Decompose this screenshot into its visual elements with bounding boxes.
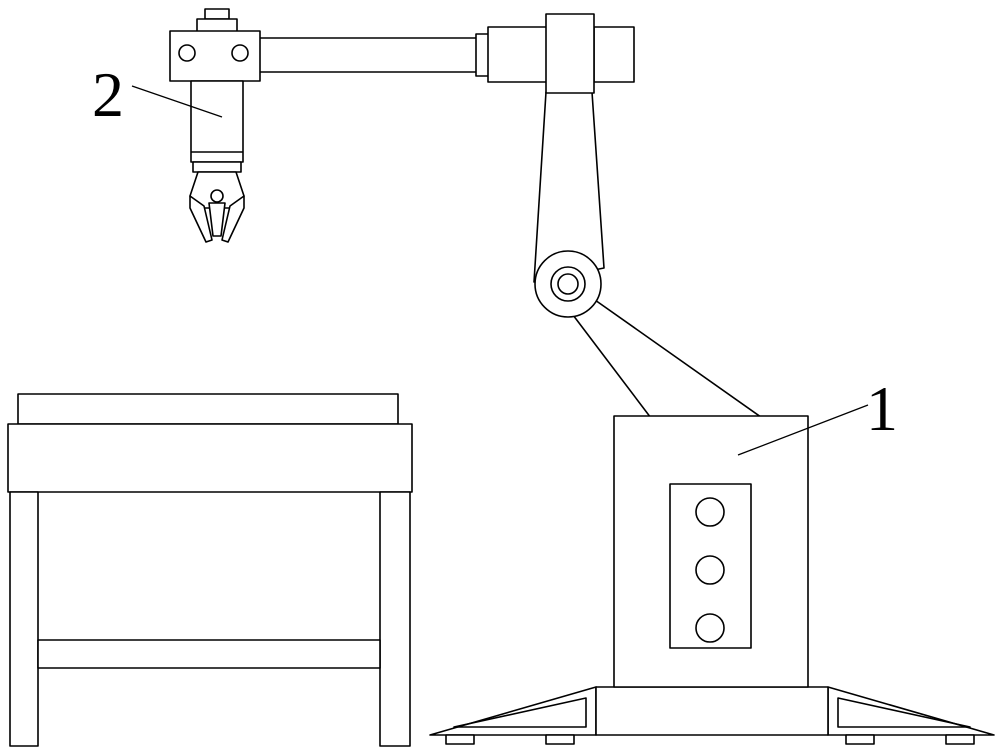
leader-line-1 [737,404,869,456]
work-table [7,393,413,747]
elbow-joint-pin [557,273,579,295]
shoulder-sleeve-right [593,26,635,83]
control-button-1-icon [695,497,725,527]
callout-label-1: 1 [866,373,898,444]
table-right-leg [379,491,411,747]
foot-right-wing-slot [837,697,971,728]
control-button-3-icon [695,613,725,643]
foot-pad-1 [445,734,475,745]
mount-bolt-right-icon [231,44,249,62]
foot-pad-2 [545,734,575,745]
robot-base-body [613,415,809,688]
gripper-right-finger [221,195,245,243]
table-top-plate [17,393,399,425]
shoulder-block [545,13,595,94]
foot-left-wing-slot [453,697,587,728]
leader-line-2 [131,85,223,118]
mount-bolt-left-icon [178,44,196,62]
table-top-frame [7,423,413,493]
foot-center-block [595,686,829,736]
gripper-left-finger [189,195,213,243]
table-left-leg [9,491,39,747]
gripper-neck [192,161,242,173]
horizontal-arm [257,13,635,94]
control-button-2-icon [695,555,725,585]
horizontal-arm-beam [257,37,481,73]
arm-collar-large [487,26,549,83]
foot-pad-4 [945,734,975,745]
table-crossbar [37,639,381,669]
gripper-body [190,80,244,163]
callout-label-2: 2 [92,59,124,130]
elbow-joint [534,250,602,318]
gripper-inner-jaw [208,202,226,237]
gripper-head [169,8,261,243]
base-foot [429,686,995,745]
gripper-top-cap [204,8,230,20]
foot-pad-3 [845,734,875,745]
gripper-center-pin-icon [210,189,224,203]
